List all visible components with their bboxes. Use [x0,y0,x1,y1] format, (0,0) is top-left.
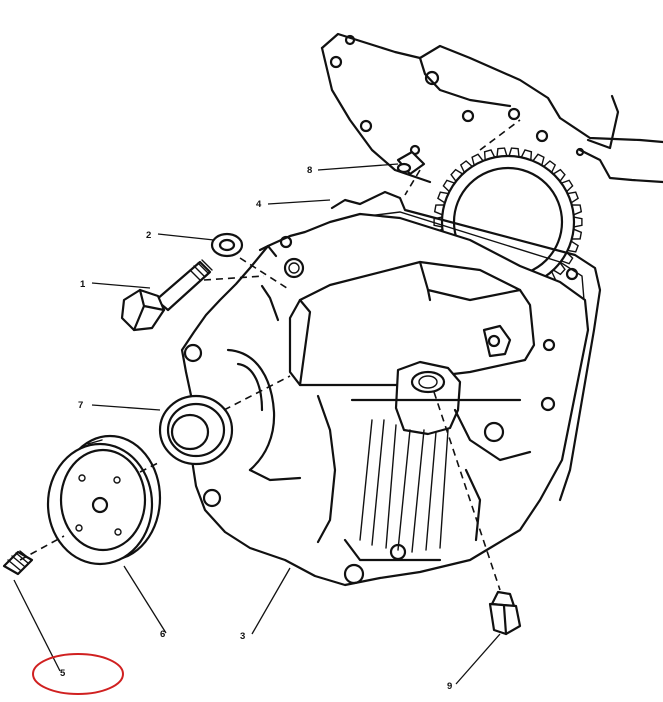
gear-tooth [532,153,545,166]
gear-tooth [560,179,574,193]
callout-5: 5 [60,668,66,679]
highlight-ellipse-callout-5 [32,653,124,695]
callout-4: 4 [256,199,262,210]
gear-tooth [566,240,579,253]
gear-tooth [573,216,583,228]
leader-lines [13,163,501,685]
engine-block-plate [320,32,663,184]
gear-tooth [571,228,583,240]
gear-tooth [483,149,496,161]
gear-tooth [552,262,566,276]
part-1-cap-screw [120,259,213,332]
callout-3: 3 [240,631,245,642]
gasket [330,190,602,502]
callout-labels: 1 2 3 4 5 6 7 8 9 [60,165,452,692]
callout-7: 7 [78,400,83,411]
callout-9: 9 [447,681,452,692]
gear-tooth [471,153,484,166]
assembly-axes [19,119,521,591]
gear-tooth [496,147,508,158]
gear-tooth [520,149,533,161]
gear-tooth [459,160,473,174]
gear-tooth [433,204,445,216]
part-9-plug [488,590,522,636]
gear-tooth [508,147,520,158]
gear-tooth [437,191,450,204]
callout-1: 1 [80,279,86,290]
part-2-washer [210,232,244,258]
front-cover-housing [180,212,590,587]
gear-tooth [442,179,456,193]
gear-tooth [571,204,583,216]
part-7-oil-seal [158,394,234,466]
callout-6: 6 [160,629,165,640]
gear-tooth [552,168,566,182]
gear-tooth [543,160,557,174]
part-6-crankshaft-pulley [46,434,162,566]
part-8-dowel-pin [396,150,426,176]
callout-2: 2 [146,230,151,241]
part-5-stud [2,550,34,576]
gear-tooth [566,191,579,204]
gear-tooth [450,168,464,182]
gear-tooth [560,251,574,265]
callout-8: 8 [307,165,312,176]
